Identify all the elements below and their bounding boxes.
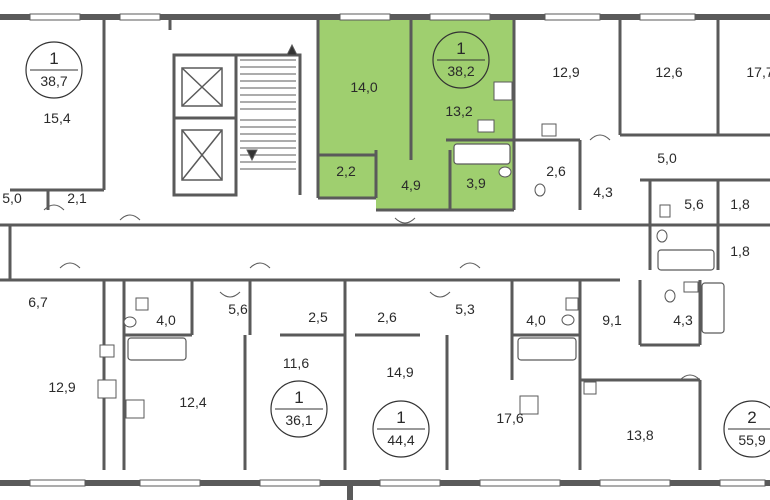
room-area: 3,9 — [466, 175, 486, 191]
room-labels: 15,4 5,0 2,1 14,0 2,2 4,9 13,2 3,9 12,9 … — [2, 64, 770, 443]
room-area: 12,9 — [552, 64, 579, 80]
room-area: 2,6 — [546, 163, 566, 179]
room-area: 12,4 — [179, 394, 206, 410]
sink-icon — [99, 119, 699, 395]
room-area: 5,3 — [455, 301, 475, 317]
windows — [29, 13, 766, 487]
door-swing-icon — [43, 134, 701, 381]
badge-area: 38,7 — [40, 73, 67, 89]
room-area: 17,6 — [496, 410, 523, 426]
room-area: 4,0 — [526, 312, 546, 328]
room-area: 2,5 — [308, 309, 328, 325]
badge-area: 36,1 — [285, 412, 312, 428]
room-area: 5,6 — [228, 301, 248, 317]
stove-icon — [97, 81, 539, 419]
badge-rooms: 1 — [396, 408, 405, 427]
badge-rooms: 1 — [456, 39, 465, 58]
room-area: 14,9 — [386, 364, 413, 380]
toilet-icon — [123, 166, 676, 328]
bathtub-icon — [127, 143, 725, 361]
apartment-badge-a5[interactable]: 2 55,9 — [723, 400, 770, 458]
badge-area: 44,4 — [387, 432, 414, 448]
elevator-icon — [181, 67, 223, 181]
room-area: 2,2 — [336, 163, 356, 179]
apartment-badge-a3[interactable]: 1 36,1 — [270, 380, 328, 438]
apartment-badge-a1[interactable]: 1 38,7 — [25, 41, 83, 99]
room-area: 5,0 — [657, 150, 677, 166]
room-area: 13,2 — [445, 103, 472, 119]
badge-rooms: 1 — [49, 49, 58, 68]
room-area: 9,1 — [602, 312, 622, 328]
room-area: 2,6 — [377, 309, 397, 325]
room-area: 1,8 — [730, 243, 750, 259]
room-area: 4,0 — [156, 312, 176, 328]
room-area: 2,1 — [67, 190, 87, 206]
room-area: 14,0 — [350, 79, 377, 95]
badge-area: 38,2 — [447, 63, 474, 79]
stairs-icon — [240, 43, 298, 170]
room-area: 17,7 — [746, 64, 770, 80]
badge-rooms: 2 — [747, 408, 756, 427]
room-area: 6,7 — [28, 294, 48, 310]
room-area: 4,9 — [401, 177, 421, 193]
badge-rooms: 1 — [294, 388, 303, 407]
room-area: 13,8 — [626, 427, 653, 443]
room-area: 5,6 — [684, 196, 704, 212]
inner-walls — [0, 17, 770, 470]
room-area: 1,8 — [730, 196, 750, 212]
room-area: 12,9 — [48, 379, 75, 395]
room-area: 4,3 — [593, 184, 613, 200]
apartment-badge-a2[interactable]: 1 38,2 — [432, 31, 490, 89]
room-area: 11,6 — [283, 355, 309, 371]
room-area: 4,3 — [673, 312, 693, 328]
badge-area: 55,9 — [738, 432, 765, 448]
apartment-badge-a4[interactable]: 1 44,4 — [372, 400, 430, 458]
room-area: 5,0 — [2, 190, 22, 206]
room-area: 15,4 — [43, 110, 70, 126]
room-area: 12,6 — [655, 64, 682, 80]
